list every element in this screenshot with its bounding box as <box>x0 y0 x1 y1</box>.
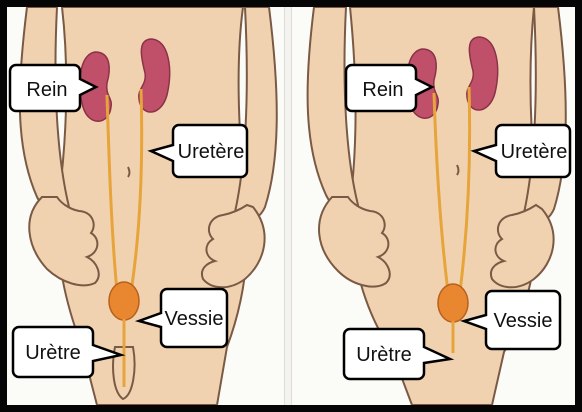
label-bladder: Vessie <box>494 310 553 332</box>
bladder <box>438 284 468 322</box>
label-kidney: Rein <box>26 79 67 101</box>
panel-divider <box>284 7 292 405</box>
label-urethra: Urètre <box>25 342 81 364</box>
label-kidney: Rein <box>362 79 403 101</box>
panel-male: Rein Uretère Vessie Urètre <box>7 7 284 405</box>
right-arm <box>235 7 277 220</box>
label-bladder: Vessie <box>165 308 224 330</box>
label-ureter: Uretère <box>501 141 568 163</box>
label-ureter: Uretère <box>178 141 245 163</box>
label-urethra: Urètre <box>356 344 412 366</box>
bladder <box>109 282 139 320</box>
panel-female: Rein Uretère Vessie Urètre <box>292 7 575 405</box>
